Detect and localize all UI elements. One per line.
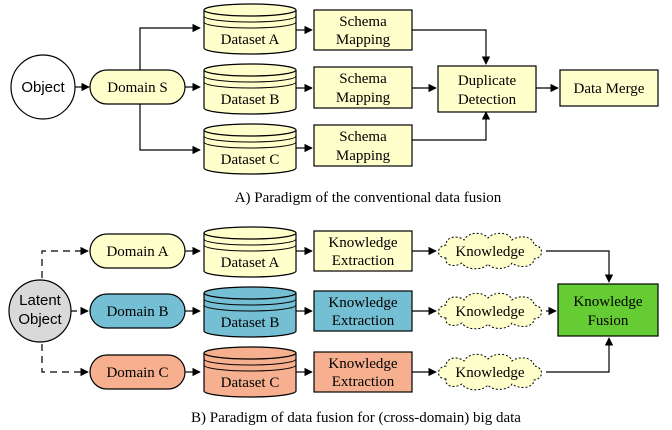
dataset-c-cylinder: Dataset C	[203, 123, 297, 175]
dataset-b-cylinder: Dataset B	[203, 63, 297, 115]
dataset-c-label-b: Dataset C	[221, 375, 280, 391]
schema-mapping-b-line1: Schema	[339, 71, 387, 87]
schema-mapping-a-box: Schema Mapping	[313, 9, 413, 51]
diagram-a-connectors	[75, 23, 559, 155]
domain-c-label: Domain C	[106, 365, 168, 381]
knowledge-extraction-a-line1: Knowledge	[328, 235, 397, 251]
domain-a-node: Domain A	[89, 233, 186, 269]
latent-object-line1: Latent	[19, 292, 62, 309]
knowledge-fusion-line2: Fusion	[588, 313, 629, 329]
knowledge-cloud-b-label: Knowledge	[455, 304, 524, 320]
domain-s-node: Domain S	[89, 69, 186, 105]
dataset-b-cylinder-b: Dataset B	[203, 286, 297, 338]
knowledge-extraction-b-box: Knowledge Extraction	[313, 290, 413, 332]
dataset-b-label-b: Dataset B	[221, 315, 280, 331]
knowledge-cloud-c-label: Knowledge	[455, 365, 524, 381]
knowledge-extraction-a-line2: Extraction	[332, 253, 395, 269]
schema-mapping-b-line2: Mapping	[336, 90, 391, 106]
knowledge-extraction-b-line2: Extraction	[332, 313, 395, 329]
schema-mapping-b-box: Schema Mapping	[313, 66, 413, 109]
dataset-a-cylinder-b: Dataset A	[203, 226, 297, 278]
diagram-b-connectors	[185, 246, 614, 377]
knowledge-cloud-a-label: Knowledge	[455, 244, 524, 260]
knowledge-extraction-c-line1: Knowledge	[328, 356, 397, 372]
knowledge-extraction-c-line2: Extraction	[332, 374, 395, 390]
data-merge-box: Data Merge	[559, 69, 659, 107]
knowledge-extraction-c-box: Knowledge Extraction	[313, 351, 413, 393]
knowledge-fusion-line1: Knowledge	[573, 294, 642, 310]
latent-object-line2: Object	[18, 311, 62, 328]
diagram-b-dashed-connectors	[41, 246, 89, 377]
object-node: Object	[10, 54, 76, 120]
dataset-a-label: Dataset A	[221, 32, 280, 48]
duplicate-detection-line2: Detection	[458, 92, 517, 108]
domain-b-label: Domain B	[106, 304, 168, 320]
knowledge-extraction-b-line1: Knowledge	[328, 295, 397, 311]
knowledge-fusion-box: Knowledge Fusion	[557, 283, 659, 337]
data-merge-label: Data Merge	[574, 81, 645, 97]
knowledge-cloud-c: Knowledge	[438, 353, 542, 391]
schema-mapping-c-line2: Mapping	[336, 148, 391, 164]
schema-mapping-c-line1: Schema	[339, 129, 387, 145]
object-label: Object	[21, 79, 65, 96]
dataset-c-cylinder-b: Dataset C	[203, 346, 297, 398]
schema-mapping-a-line2: Mapping	[336, 32, 391, 48]
schema-mapping-c-box: Schema Mapping	[313, 124, 413, 167]
schema-mapping-a-line1: Schema	[339, 14, 387, 30]
caption-b: B) Paradigm of data fusion for (cross-do…	[191, 410, 521, 426]
domain-a-label: Domain A	[106, 244, 168, 260]
dataset-b-label: Dataset B	[221, 92, 280, 108]
latent-object-node: Latent Object	[8, 279, 72, 343]
knowledge-extraction-a-box: Knowledge Extraction	[313, 230, 413, 272]
dataset-a-cylinder: Dataset A	[203, 3, 297, 55]
knowledge-cloud-b: Knowledge	[438, 292, 542, 330]
diagram-b: Latent Object Domain A Domain B Domain C…	[8, 226, 659, 426]
duplicate-detection-box: Duplicate Detection	[437, 65, 537, 113]
diagram-a: Object Domain S Dataset A Dataset B	[10, 3, 659, 206]
domain-b-node: Domain B	[89, 293, 186, 329]
dataset-a-label-b: Dataset A	[221, 255, 280, 271]
dataset-c-label: Dataset C	[221, 152, 280, 168]
domain-s-label: Domain S	[107, 80, 167, 96]
caption-a: A) Paradigm of the conventional data fus…	[235, 190, 502, 206]
duplicate-detection-line1: Duplicate	[458, 73, 517, 89]
domain-c-node: Domain C	[89, 354, 186, 390]
knowledge-cloud-a: Knowledge	[438, 232, 542, 270]
